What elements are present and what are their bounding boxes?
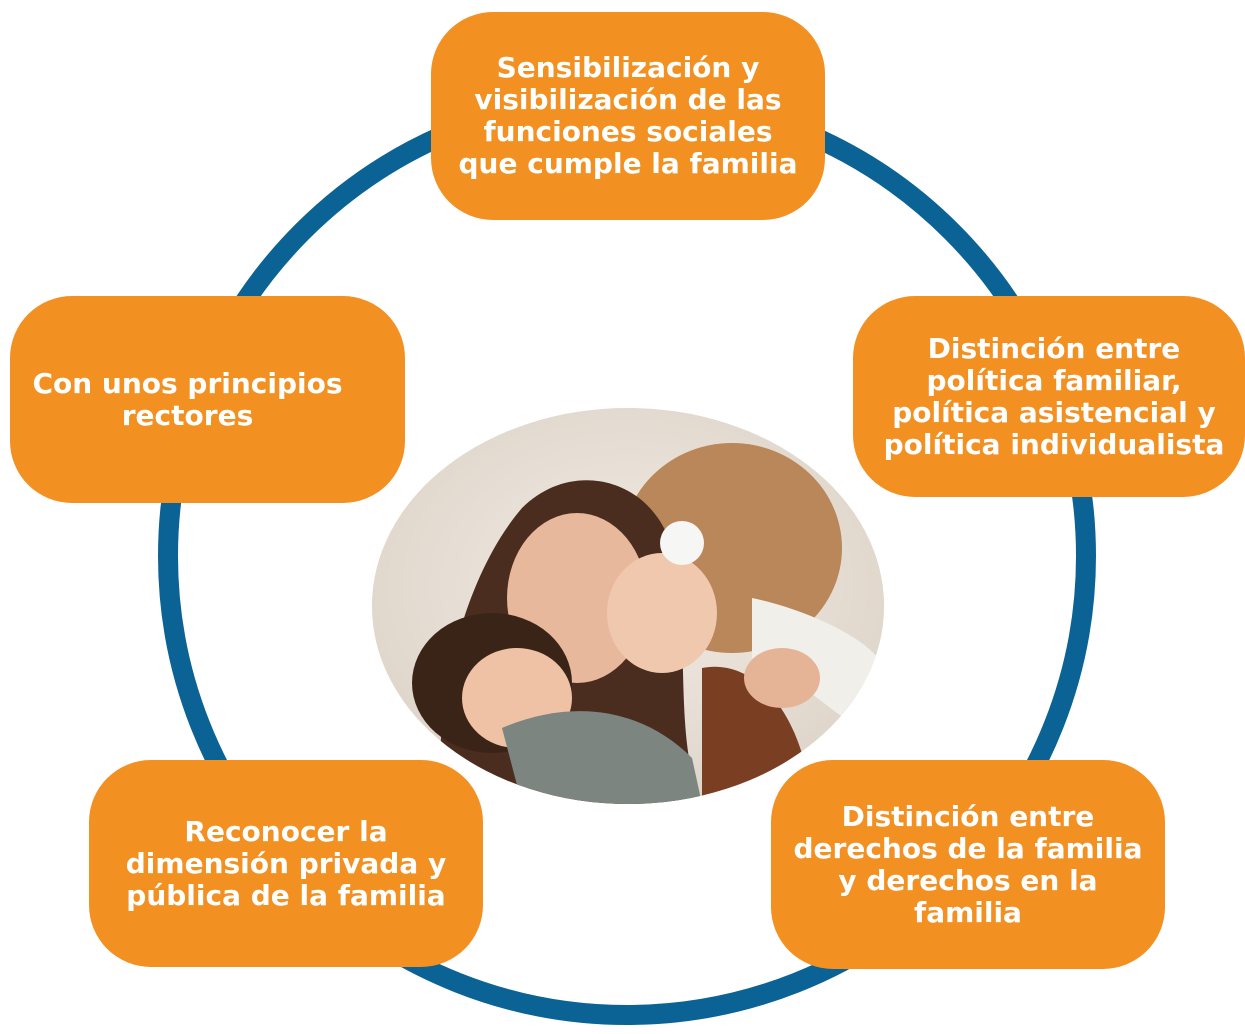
node-private-public-dimension: Reconocer la dimensión privada y pública… [89, 760, 483, 967]
family-photo-illustration [372, 408, 884, 804]
node-label: Sensibilización y visibilización de las … [458, 51, 798, 180]
family-photo [372, 408, 884, 804]
node-label: Con unos principios rectores [32, 366, 343, 432]
node-label: Reconocer la dimensión privada y pública… [125, 814, 447, 912]
node-label: Distinción entre derechos de la familia … [793, 799, 1143, 929]
node-guiding-principles: Con unos principios rectores [10, 296, 405, 503]
node-social-functions: Sensibilización y visibilización de las … [431, 12, 825, 220]
node-label: Distinción entre política familiar, polí… [883, 331, 1225, 461]
node-rights-distinction: Distinción entre derechos de la familia … [771, 760, 1165, 969]
node-policy-distinction: Distinción entre política familiar, polí… [853, 296, 1245, 497]
